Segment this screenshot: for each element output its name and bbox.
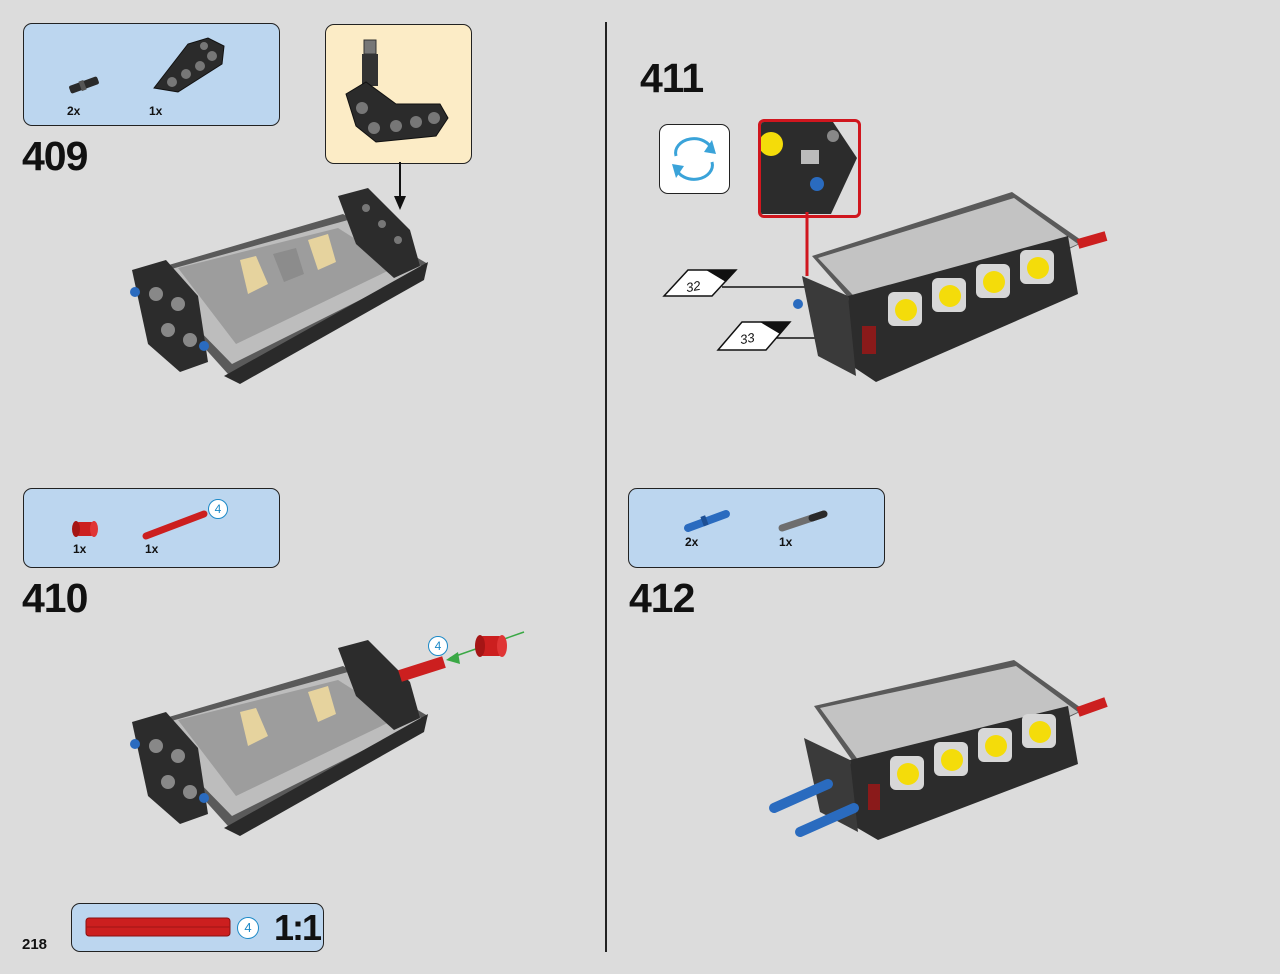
engine-model-411 <box>793 192 1108 382</box>
engine-model-409 <box>130 188 428 384</box>
rotate-model-box <box>659 124 730 194</box>
step-number: 412 <box>629 575 695 621</box>
subassembly-ref-33 <box>716 321 792 351</box>
page-number: 218 <box>22 936 48 953</box>
subassembly-ref-number: 32 <box>684 277 702 296</box>
assembly-length-badge: 4 <box>428 636 448 656</box>
parts-box-409 <box>23 23 280 126</box>
black-axle-pin-icon <box>69 76 99 94</box>
rotate-model-icon <box>672 137 716 181</box>
part-qty: 2x <box>67 104 81 118</box>
scale-length-badge: 4 <box>237 917 259 939</box>
detail-callout <box>758 119 861 218</box>
engine-model-410 <box>130 631 525 836</box>
gray-axle-icon <box>778 510 828 532</box>
black-triangle-beam-icon <box>153 37 225 93</box>
engine-model-412 <box>769 660 1108 840</box>
page-divider <box>605 22 607 952</box>
assembly-length-badge-number: 4 <box>434 639 442 653</box>
parts-box-410 <box>23 488 280 568</box>
scale-length-badge-number: 4 <box>244 920 252 935</box>
part-qty: 2x <box>685 535 699 549</box>
detail-closeup <box>761 122 857 214</box>
scale-axle-icon <box>85 917 231 937</box>
step-number: 409 <box>22 133 88 179</box>
callout-leader-line <box>805 212 809 276</box>
blue-axle-pin-icon <box>684 510 730 532</box>
parts-box-412 <box>628 488 885 568</box>
scale-ratio-label: 1:1 <box>274 907 322 948</box>
length-badge-number: 4 <box>214 502 222 516</box>
part-qty: 1x <box>779 535 793 549</box>
red-axle-icon <box>142 510 208 540</box>
step-number: 411 <box>640 55 704 101</box>
step-number: 410 <box>22 575 88 621</box>
part-qty: 1x <box>73 542 87 556</box>
part-qty: 1x <box>149 104 163 118</box>
ref-line-32 <box>722 286 812 288</box>
triangle-beam-closeup <box>345 39 449 143</box>
red-bush-icon <box>72 521 98 537</box>
part-qty: 1x <box>145 542 159 556</box>
subassembly-ref-number: 33 <box>738 329 756 348</box>
subassembly-ref-32 <box>662 269 738 297</box>
arrow-down-icon <box>394 162 406 210</box>
length-badge: 4 <box>208 499 228 519</box>
